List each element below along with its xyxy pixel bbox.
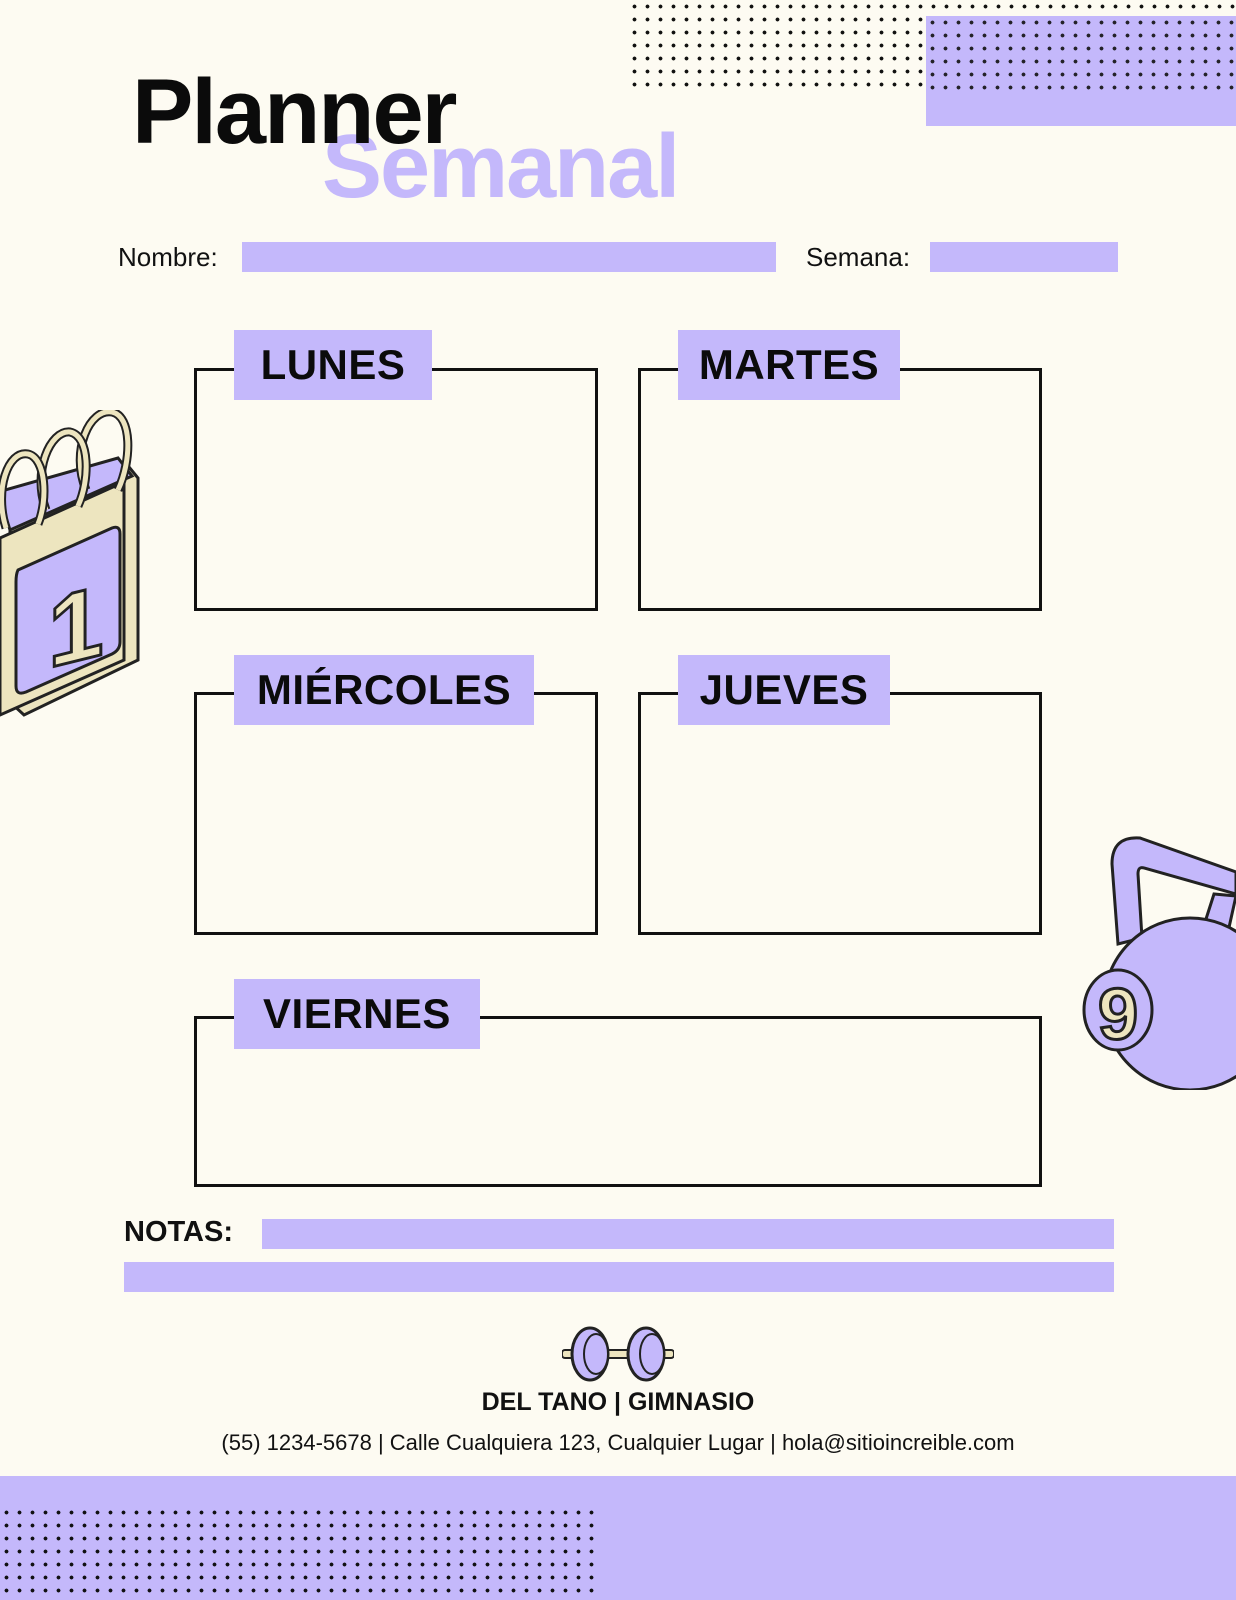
day-tag-martes: MARTES [678,330,900,400]
notes-line-2[interactable] [124,1262,1114,1292]
day-tag-lunes: LUNES [234,330,432,400]
kettlebell-icon: 9 [1082,836,1236,1090]
kettlebell-number: 9 [1098,975,1138,1055]
title-planner: Planner [132,61,457,163]
name-field[interactable] [242,242,776,272]
notes-line-1[interactable] [262,1219,1114,1249]
calendar-number: 1 [48,564,104,690]
footer-contact: (55) 1234-5678 | Calle Cualquiera 123, C… [221,1430,1015,1455]
name-label: Nombre: [118,242,218,272]
day-box-miercoles[interactable] [194,692,598,935]
day-box-lunes[interactable] [194,368,598,611]
week-label: Semana: [806,242,911,272]
day-box-viernes[interactable] [194,1016,1042,1187]
title-semanal: Semanal [322,117,680,217]
footer-brand: DEL TANO | GIMNASIO [481,1388,755,1416]
day-tag-jueves: JUEVES [678,655,890,725]
top-dot-overlay [926,16,1236,92]
dumbbell-icon [562,1326,674,1382]
day-box-jueves[interactable] [638,692,1042,935]
day-tag-miercoles: MIÉRCOLES [234,655,534,725]
week-field[interactable] [930,242,1118,272]
day-box-martes[interactable] [638,368,1042,611]
calendar-icon: 1 [0,410,140,717]
day-tag-viernes: VIERNES [234,979,480,1049]
bottom-dot-pattern [0,1506,594,1600]
notes-label: NOTAS: [124,1216,234,1248]
